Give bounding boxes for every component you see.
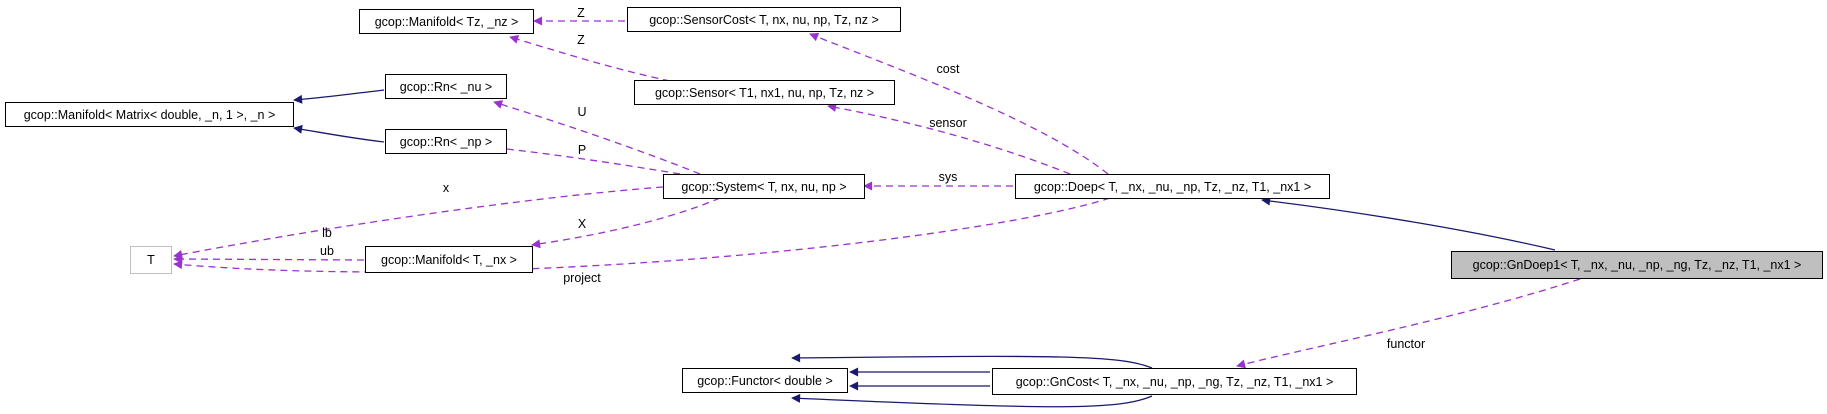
edge-label-z-sensor: Z [577, 33, 585, 47]
edge-label-project: project [563, 271, 601, 285]
node-sensor[interactable]: gcop::Sensor< T1, nx1, nu, np, Tz, nz > [634, 80, 895, 105]
edge-doep-to-t [173, 197, 1111, 273]
node-manifold-t-nx[interactable]: gcop::Manifold< T, _nx > [365, 246, 533, 273]
node-t[interactable]: T [130, 246, 172, 274]
edge-system-to-rn-nu [493, 100, 701, 175]
edge-label-sys: sys [939, 170, 958, 184]
node-functor[interactable]: gcop::Functor< double > [682, 368, 848, 393]
edge-label-ub: ub [320, 244, 334, 258]
edge-label-x-lower: x [443, 181, 450, 195]
edge-gncost-to-functor-1 [791, 353, 1153, 369]
edge-doep-to-sensor [827, 103, 1071, 175]
edge-system-to-rn-np [497, 144, 681, 175]
edge-doep-to-sensorcost [809, 32, 1109, 175]
edge-gndoep1-to-gncost [1236, 278, 1581, 369]
node-rn-np[interactable]: gcop::Rn< _np > [385, 129, 507, 154]
node-doep[interactable]: gcop::Doep< T, _nx, _nu, _np, Tz, _nz, T… [1015, 174, 1330, 199]
edge-rn-np-to-manifold-matrix [293, 124, 385, 143]
edge-label-lb: lb [322, 226, 332, 240]
node-manifold-matrix[interactable]: gcop::Manifold< Matrix< double, _n, 1 >,… [5, 102, 294, 127]
edge-label-cost: cost [937, 62, 960, 76]
edge-rn-nu-to-manifold-matrix [293, 89, 385, 104]
edge-sensor-to-manifold-tz [509, 35, 671, 82]
edge-system-to-manifold-t-nx [531, 197, 721, 249]
edge-gncost-to-functor-3 [791, 393, 1153, 408]
edge-label-functor: functor [1387, 337, 1425, 351]
node-sensorcost[interactable]: gcop::SensorCost< T, nx, nu, np, Tz, nz … [627, 7, 901, 32]
node-gndoep1[interactable]: gcop::GnDoep1< T, _nx, _nu, _np, _ng, Tz… [1451, 251, 1823, 279]
edge-label-z-top: Z [577, 6, 585, 20]
node-gncost[interactable]: gcop::GnCost< T, _nx, _nu, _np, _ng, Tz,… [992, 368, 1357, 395]
edge-label-p: P [578, 143, 586, 157]
edge-gndoep1-to-doep [1261, 196, 1556, 251]
edge-label-x-upper: X [578, 217, 587, 231]
edge-label-sensor: sensor [929, 116, 967, 130]
node-rn-nu[interactable]: gcop::Rn< _nu > [385, 74, 507, 99]
node-manifold-tz-nz[interactable]: gcop::Manifold< Tz, _nz > [359, 9, 534, 34]
edge-label-u: U [577, 105, 586, 119]
node-system[interactable]: gcop::System< T, nx, nu, np > [663, 174, 865, 199]
edge-system-to-t [173, 186, 664, 259]
edge-manifold-t-nx-to-t [173, 254, 365, 264]
